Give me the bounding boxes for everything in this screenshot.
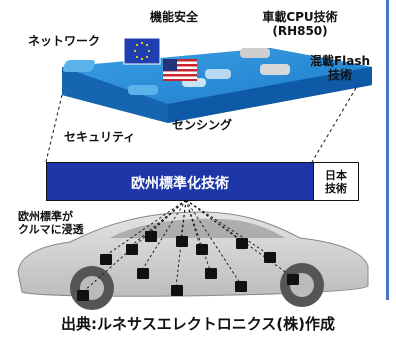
japan-tech-line1: 日本 (325, 168, 347, 182)
eu-flag (123, 37, 161, 65)
label-cpu-line1: 車載CPU技術 (262, 10, 338, 24)
us-flag (163, 59, 197, 81)
label-flash: 混載Flash 技術 (300, 54, 380, 82)
label-sensing: センシング (172, 118, 233, 132)
frame-border (386, 0, 389, 300)
label-cpu-line2: (RH850) (272, 24, 328, 38)
eu-standard-label: 欧州標準化技術 (131, 176, 229, 192)
eu-standard-bar: 欧州標準化技術 (46, 162, 314, 201)
label-network: ネットワーク (28, 34, 101, 48)
japan-tech-box: 日本 技術 (313, 162, 359, 201)
module-block (205, 69, 231, 79)
label-cpu: 車載CPU技術 (RH850) (240, 10, 360, 38)
flag-stars (133, 41, 151, 61)
japan-tech-line2: 技術 (325, 181, 347, 195)
label-security: セキュリティ (64, 130, 136, 144)
car-image (17, 211, 369, 310)
distribution-arrows (82, 199, 292, 293)
sensing-block (128, 85, 158, 95)
ecu-chips (77, 231, 299, 301)
label-functional-safety: 機能安全 (150, 10, 199, 24)
cpu-block (240, 48, 270, 58)
flash-block (260, 64, 290, 75)
label-car-annotation: 欧州標準が クルマに浸透 (18, 210, 84, 236)
label-car-line2: クルマに浸透 (18, 223, 84, 236)
label-car-line1: 欧州標準が (18, 210, 73, 223)
label-flash-line2: 技術 (327, 68, 352, 82)
label-flash-line1: 混載Flash (309, 54, 371, 68)
sensor-block (62, 60, 95, 72)
source-caption: 出典:ルネサスエレクトロニクス(株)作成 (61, 315, 335, 333)
projection-lines (45, 87, 357, 163)
